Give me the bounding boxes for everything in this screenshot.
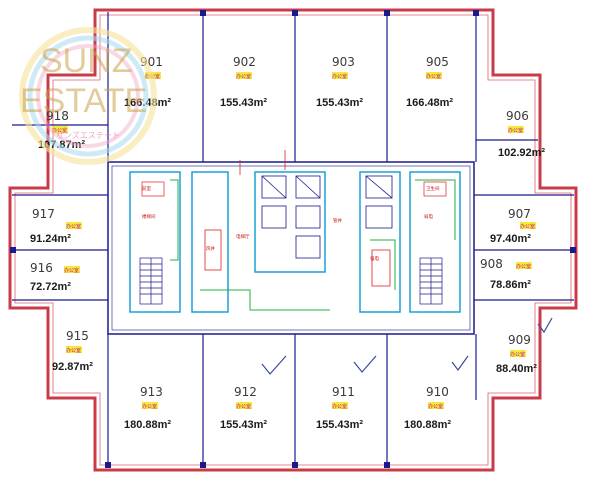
building-core: 前室 楼梯间 电梯厅 风井 管井 强电 弱电 卫生间 bbox=[129, 150, 461, 313]
unit-area: 155.43m² bbox=[220, 419, 267, 431]
unit-tag: 办公室 bbox=[426, 73, 441, 80]
core-label: 强电 bbox=[370, 255, 379, 262]
watermark-logo: SUNZ ESTATE サンズエステート bbox=[19, 27, 157, 165]
unit-area: 88.40m² bbox=[496, 363, 537, 375]
unit-tag: 办公室 bbox=[236, 73, 251, 80]
unit-area: 97.40m² bbox=[490, 233, 531, 245]
core-label: 管井 bbox=[333, 217, 342, 224]
unit-915[interactable]: 915 办公室 92.87m² bbox=[52, 329, 93, 373]
unit-number: 913 bbox=[140, 385, 163, 399]
unit-909[interactable]: 909 办公室 88.40m² bbox=[496, 317, 553, 375]
unit-tag: 办公室 bbox=[516, 263, 531, 270]
columns bbox=[10, 10, 576, 468]
stair-right bbox=[419, 257, 443, 305]
unit-tag: 办公室 bbox=[66, 223, 81, 230]
checkmark-icon bbox=[451, 355, 469, 372]
unit-917[interactable]: 917 办公室 91.24m² bbox=[30, 207, 82, 245]
unit-tag: 办公室 bbox=[520, 223, 535, 230]
unit-tag: 办公室 bbox=[236, 403, 251, 410]
unit-area: 155.43m² bbox=[316, 419, 363, 431]
unit-tag: 办公室 bbox=[142, 403, 157, 410]
stair-left bbox=[139, 257, 163, 305]
unit-tag: 办公室 bbox=[510, 351, 525, 358]
unit-area: 180.88m² bbox=[404, 419, 451, 431]
unit-tag: 办公室 bbox=[332, 403, 347, 410]
core-label: 电梯厅 bbox=[236, 233, 250, 240]
elevator-shafts bbox=[261, 175, 393, 259]
unit-910[interactable]: 910 办公室 180.88m² bbox=[404, 355, 469, 431]
unit-908[interactable]: 908 办公室 78.86m² bbox=[480, 257, 532, 291]
unit-number: 918 bbox=[46, 109, 69, 123]
outer-wall bbox=[8, 8, 578, 472]
unit-number: 917 bbox=[32, 207, 55, 221]
core-labels: 前室 楼梯间 电梯厅 风井 管井 强电 弱电 卫生间 bbox=[142, 185, 440, 262]
unit-911[interactable]: 911 办公室 155.43m² bbox=[316, 355, 377, 431]
unit-area: 166.48m² bbox=[406, 97, 453, 109]
unit-number: 912 bbox=[234, 385, 257, 399]
unit-tag: 办公室 bbox=[332, 73, 347, 80]
unit-number: 905 bbox=[426, 55, 449, 69]
unit-tag: 办公室 bbox=[66, 347, 81, 354]
watermark-line1: SUNZ bbox=[40, 42, 133, 80]
unit-number: 908 bbox=[480, 257, 503, 271]
unit-912[interactable]: 912 办公室 155.43m² bbox=[220, 355, 287, 431]
checkmark-icon bbox=[537, 317, 553, 334]
watermark-line2: ESTATE bbox=[20, 82, 147, 120]
core-label: 风井 bbox=[206, 245, 215, 252]
checkmark-icon bbox=[353, 355, 377, 373]
unit-tag: 办公室 bbox=[64, 267, 79, 274]
unit-number: 907 bbox=[508, 207, 531, 221]
core-label: 楼梯间 bbox=[142, 213, 156, 220]
unit-906[interactable]: 906 办公室 102.92m² bbox=[498, 109, 545, 159]
unit-number: 906 bbox=[506, 109, 529, 123]
unit-tag: 办公室 bbox=[52, 127, 67, 134]
unit-905[interactable]: 905 办公室 166.48m² bbox=[406, 55, 453, 109]
unit-number: 915 bbox=[66, 329, 89, 343]
partition-walls bbox=[12, 12, 574, 468]
unit-number: 902 bbox=[233, 55, 256, 69]
unit-area: 72.72m² bbox=[30, 281, 71, 293]
watermark-subtitle: サンズエステート bbox=[56, 130, 120, 140]
unit-913[interactable]: 913 办公室 180.88m² bbox=[124, 385, 171, 431]
unit-916[interactable]: 916 办公室 72.72m² bbox=[30, 261, 80, 293]
unit-tag: 办公室 bbox=[428, 403, 443, 410]
corridor-ring bbox=[107, 161, 475, 335]
core-label: 前室 bbox=[142, 185, 151, 192]
unit-902[interactable]: 902 办公室 155.43m² bbox=[220, 55, 267, 109]
unit-area: 78.86m² bbox=[490, 279, 531, 291]
core-label: 弱电 bbox=[424, 213, 433, 220]
unit-number: 916 bbox=[30, 261, 53, 275]
unit-tag: 办公室 bbox=[508, 127, 523, 134]
unit-903[interactable]: 903 办公室 155.43m² bbox=[316, 55, 363, 109]
unit-area: 155.43m² bbox=[220, 97, 267, 109]
checkmark-icon bbox=[261, 355, 287, 375]
unit-number: 909 bbox=[508, 333, 531, 347]
unit-area: 91.24m² bbox=[30, 233, 71, 245]
unit-907[interactable]: 907 办公室 97.40m² bbox=[490, 207, 536, 245]
unit-number: 910 bbox=[426, 385, 449, 399]
unit-area: 92.87m² bbox=[52, 361, 93, 373]
service-lines bbox=[141, 150, 456, 311]
core-label: 卫生间 bbox=[426, 185, 440, 192]
unit-number: 903 bbox=[332, 55, 355, 69]
unit-area: 102.92m² bbox=[498, 147, 545, 159]
unit-number: 911 bbox=[332, 385, 355, 399]
unit-area: 180.88m² bbox=[124, 419, 171, 431]
unit-area: 155.43m² bbox=[316, 97, 363, 109]
